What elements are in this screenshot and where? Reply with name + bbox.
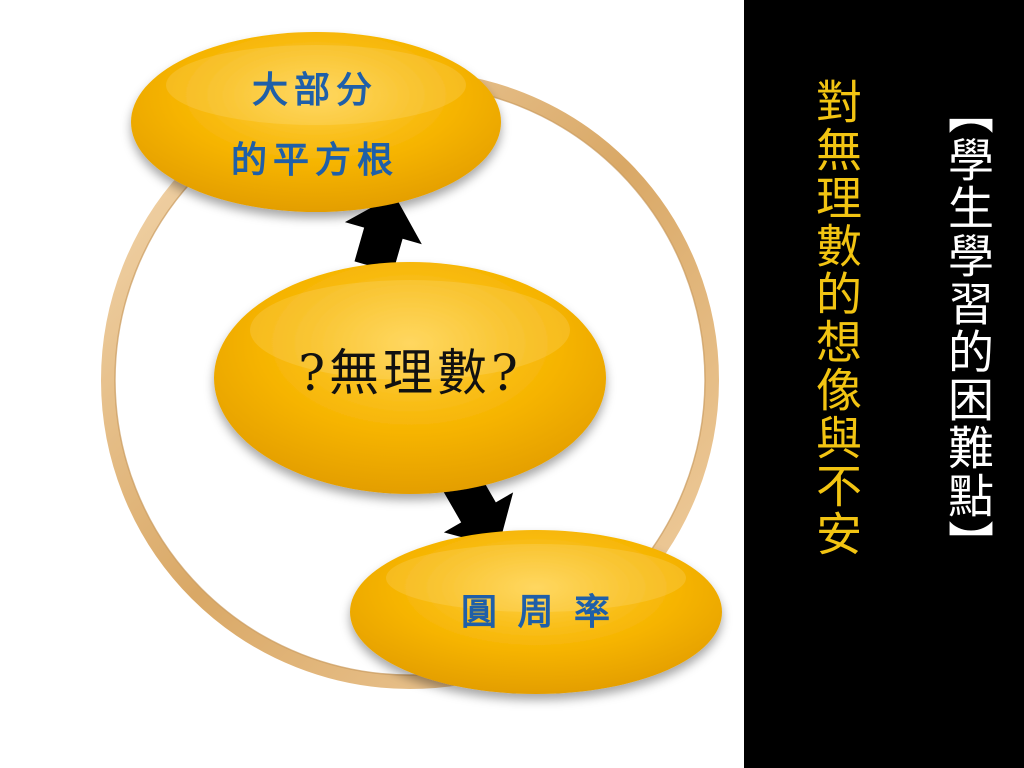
top-node-highlight [166, 45, 466, 125]
bottom-node-highlight [386, 544, 686, 612]
bottom-node-ellipse [350, 530, 722, 694]
center-node-label: ?無理數? [298, 344, 522, 402]
top-node-ellipse [131, 32, 501, 212]
center-node-highlight [250, 280, 570, 380]
bottom-node-label: 圓 周 率 [460, 591, 615, 633]
top-node-label: 大部分 的平方根 [175, 55, 455, 195]
top-node-line2: 的平方根 [230, 139, 399, 181]
top-node-line1: 大部分 [251, 69, 378, 111]
side-panel-sub-title: 對無理數的想像與不安 [809, 78, 863, 558]
side-panel-main-title: 【學生學習的困難點】 [941, 88, 995, 568]
arrow-up-icon [344, 194, 422, 273]
center-node-ellipse [214, 262, 606, 494]
arrow-down-right-icon [443, 472, 514, 547]
side-panel [744, 0, 1024, 768]
